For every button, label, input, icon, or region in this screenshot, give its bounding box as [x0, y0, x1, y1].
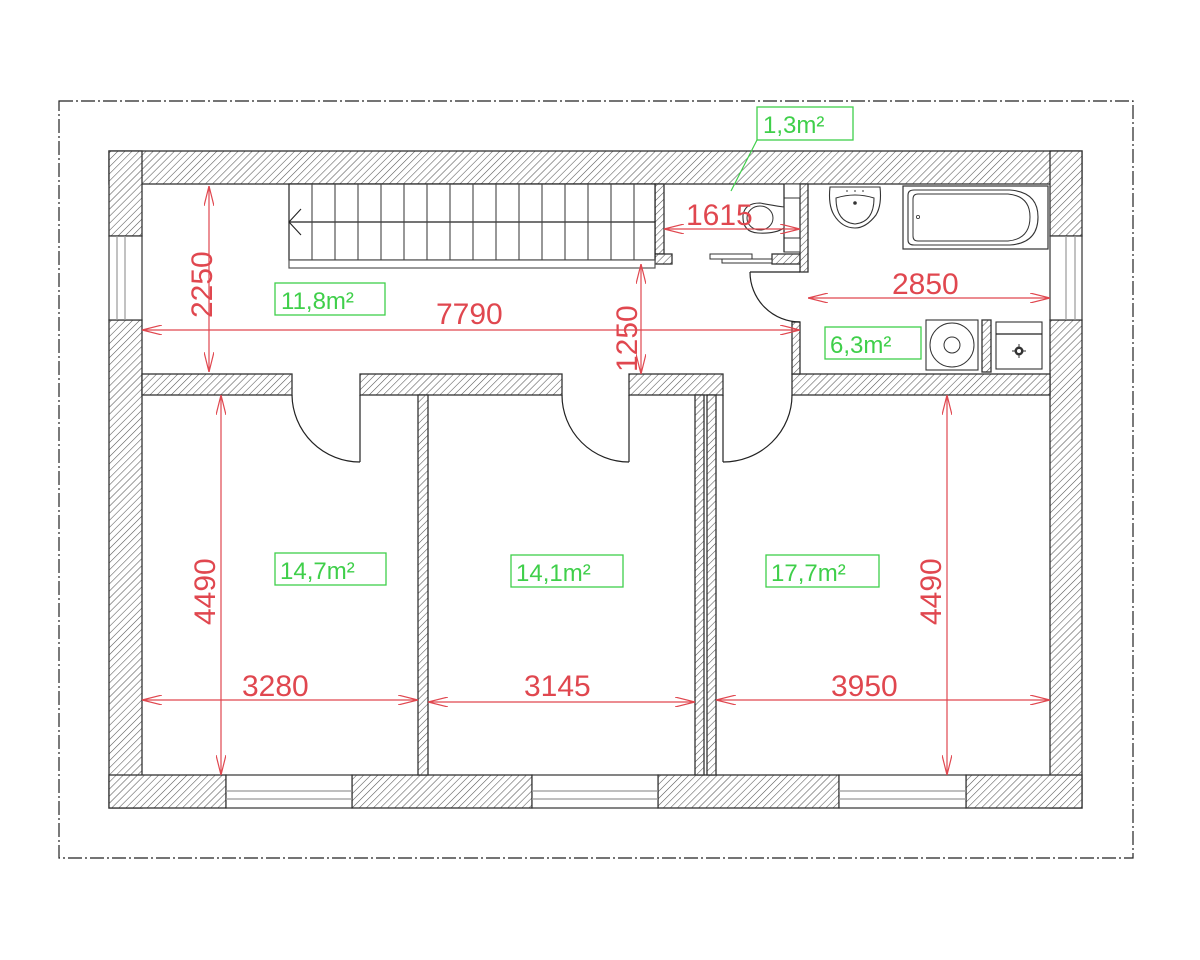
dim-bedroom-right-height: 4490 — [915, 558, 948, 625]
area-bedroom-left: 14,7m² — [280, 558, 355, 585]
bathtub-icon — [902, 185, 1049, 250]
area-bathroom: 6,3m² — [830, 332, 891, 359]
window-right — [1049, 235, 1083, 321]
dim-bedroom-right-width: 3950 — [831, 670, 898, 703]
stair-direction-arrow-icon — [288, 208, 302, 236]
washbasin-icon — [828, 186, 882, 229]
door-bedroom-middle — [561, 394, 630, 463]
area-bedroom-right: 17,7m² — [771, 560, 846, 587]
fixtures — [742, 183, 1049, 371]
area-labels: 1,3m² 11,8m² 6,3m² 14,7m² 14,1m² 17,7m² — [274, 106, 922, 588]
window-bottom-3 — [838, 774, 967, 809]
window-bottom-2 — [531, 774, 659, 809]
wc-leader-line — [730, 139, 758, 192]
window-bottom-1 — [225, 774, 353, 809]
exterior-walls — [108, 150, 1083, 809]
staircase — [288, 183, 656, 269]
window-left — [108, 235, 143, 321]
dimension-lines — [142, 186, 1050, 775]
dim-wc-width: 1615 — [686, 199, 753, 232]
washing-machine-icon — [925, 319, 979, 371]
door-bathroom — [749, 271, 801, 323]
dim-corridor-width: 1250 — [611, 305, 644, 372]
doors — [291, 253, 801, 463]
windows — [108, 235, 1083, 809]
door-bedroom-right — [722, 394, 793, 463]
dim-hall-height: 2250 — [186, 251, 219, 318]
dim-bedroom-left-height: 4490 — [189, 558, 222, 625]
dim-hall-length: 7790 — [436, 298, 503, 331]
dim-bathroom-width: 2850 — [892, 268, 959, 301]
area-wc: 1,3m² — [763, 112, 824, 139]
dim-bedroom-left-width: 3280 — [242, 670, 309, 703]
dim-bedroom-middle-width: 3145 — [524, 670, 591, 703]
plot-boundary — [58, 100, 1134, 859]
interior-walls — [141, 183, 1051, 776]
door-bedroom-left — [291, 394, 361, 463]
area-bedroom-middle: 14,1m² — [516, 560, 591, 587]
door-wc-sliding — [709, 253, 773, 264]
area-hall: 11,8m² — [281, 288, 354, 315]
boiler-icon — [995, 321, 1043, 370]
